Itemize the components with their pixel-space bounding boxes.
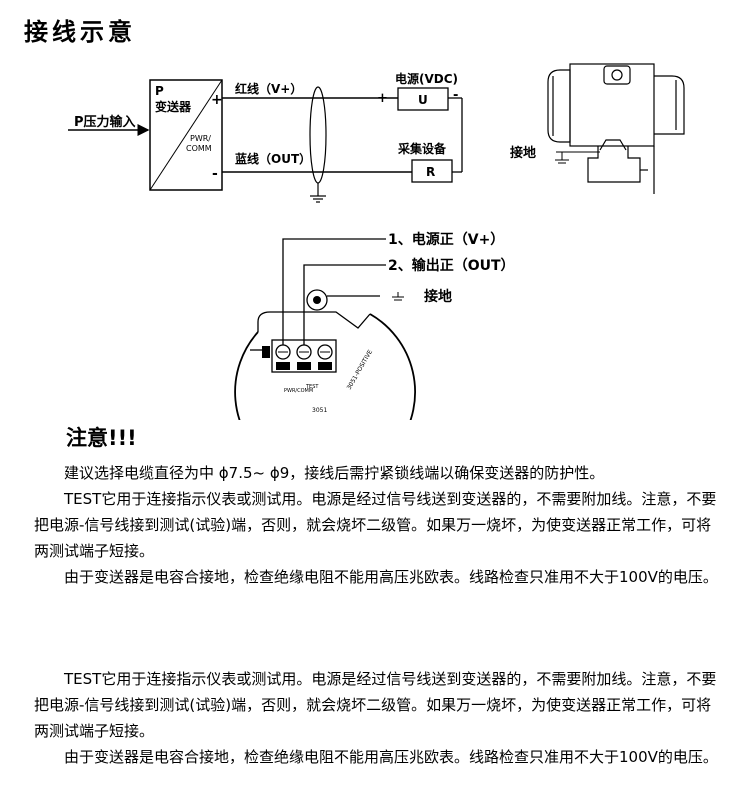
- leader-line-1: [282, 238, 386, 345]
- housing-left-cap: [547, 69, 571, 143]
- terminal-block: 1、电源正（V+） 2、输出正（OUT） 接地 PWR/COMM TEST 30…: [234, 231, 515, 420]
- housing-ground-label: 接地: [510, 145, 536, 161]
- note-paragraph-3: 由于变送器是电容合接地，检查绝缘电阻不能用高压兆欧表。线路检查只准用不大于100…: [64, 568, 718, 586]
- terminal-housing-circle: [234, 313, 416, 420]
- terminal-label-3: 接地: [424, 288, 452, 305]
- housing-conduit-port: [603, 65, 631, 85]
- resistor-symbol: R: [426, 165, 435, 179]
- terminal-base-1: [276, 362, 290, 370]
- note-paragraph-2: TEST它用于连接指示仪表或测试用。电源是经过信号线送到变送器的，不需要附加线。…: [34, 490, 717, 560]
- blue-wire-label: 蓝线（OUT）: [235, 151, 311, 166]
- transmitter-minus-sign: -: [212, 166, 218, 182]
- housing-right-cap: [654, 75, 685, 135]
- resistor-box: [411, 159, 453, 183]
- housing-neck: [587, 146, 641, 183]
- note-paragraph-5: 由于变送器是电容合接地，检查绝缘电阻不能用高压兆欧表。线路检查只准用不大于100…: [64, 748, 718, 766]
- terminal-mark-2: TEST: [305, 384, 319, 390]
- ground-screw-center: [313, 296, 321, 304]
- housing-drawing: [547, 63, 685, 194]
- pwr-label: PWR/: [190, 134, 211, 143]
- red-wire-label: 红线（V+）: [235, 81, 302, 96]
- terminal-label-2: 2、输出正（OUT）: [388, 257, 515, 274]
- terminal-strip: [262, 339, 337, 373]
- power-supply-box: [397, 87, 449, 111]
- wiring-schematic: P压力输入 P 变送器 PWR/ COMM + - 红线（V+） 蓝线（OUT）…: [68, 71, 463, 203]
- board-marking: 3051-POSITIVE: [346, 349, 375, 391]
- terminal-base-3: [318, 362, 332, 370]
- housing-body: [569, 63, 655, 147]
- acquisition-device-label: 采集设备: [397, 141, 447, 156]
- terminal-label-1: 1、电源正（V+）: [388, 231, 504, 248]
- transmitter-p-label: P: [155, 84, 164, 98]
- wiring-diagram: P压力输入 P 变送器 PWR/ COMM + - 红线（V+） 蓝线（OUT）…: [68, 63, 685, 420]
- comm-label: COMM: [186, 144, 212, 153]
- conduit-hole: [611, 69, 623, 81]
- notes-heading: 注意!!!: [66, 426, 137, 450]
- board-code: 3051: [312, 407, 327, 414]
- transmitter-plus-sign: +: [211, 92, 223, 108]
- transmitter-diagonal: [149, 79, 223, 191]
- neck-top: [599, 139, 627, 151]
- terminal-mark-1: PWR/COMM: [284, 388, 313, 394]
- power-supply-label: 电源(VDC): [395, 71, 458, 86]
- terminal-base-2: [297, 362, 311, 370]
- terminal-board-top: [257, 311, 371, 332]
- pressure-input-label: P压力输入: [74, 114, 136, 130]
- power-plus-sign: +: [377, 91, 388, 106]
- cable-shield: [309, 86, 327, 184]
- transmitter-name-label: 变送器: [155, 99, 192, 114]
- power-symbol: U: [418, 93, 428, 107]
- note-paragraph-4: TEST它用于连接指示仪表或测试用。电源是经过信号线送到变送器的，不需要附加线。…: [34, 670, 717, 740]
- page-title: 接线示意: [24, 17, 136, 46]
- terminal-left-post: [262, 346, 270, 358]
- leader-line-2: [303, 264, 386, 345]
- power-minus-sign: -: [453, 88, 458, 103]
- ground-screw: [306, 289, 328, 311]
- note-paragraph-1: 建议选择电缆直径为中 ϕ7.5~ ϕ9，接线后需拧紧锁线端以确保变送器的防护性。: [64, 464, 605, 482]
